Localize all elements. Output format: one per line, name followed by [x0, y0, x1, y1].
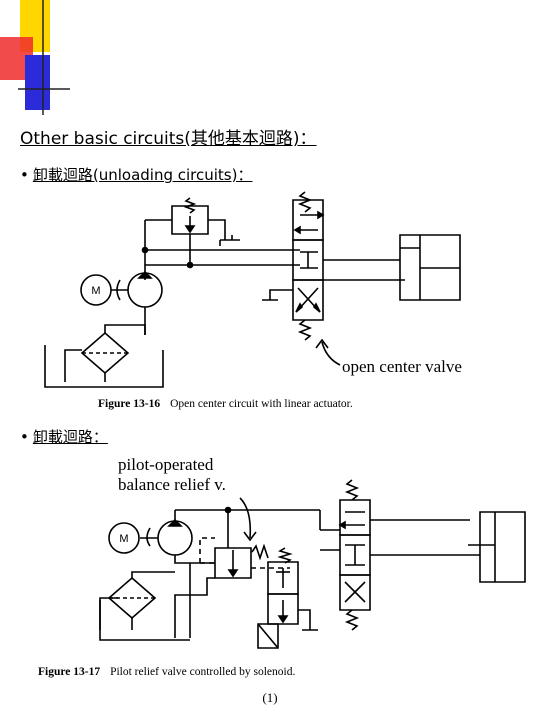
figure-number: Figure 13-16 [98, 398, 161, 410]
solenoid-relief-circuit-diagram: M [0, 450, 540, 685]
figure-13-17: pilot-operated balance relief v. [0, 450, 540, 685]
figure-13-17-caption: Figure 13-17 Pilot relief valve controlle… [38, 666, 295, 678]
open-center-circuit-diagram: M [0, 190, 540, 420]
figure-caption-text: Pilot relief valve controlled by solenoi… [110, 666, 296, 678]
corner-decoration [0, 0, 70, 115]
pilot-relief-callout-line2: balance relief v. [118, 475, 226, 494]
bullet-unloading: •卸載迴路： [20, 426, 108, 447]
page-number: (1) [262, 690, 278, 705]
bullet-text: 卸載迴路： [32, 428, 108, 446]
bullet-marker: • [20, 428, 29, 446]
bullet-unloading-circuits: •卸載迴路(unloading circuits)： [20, 164, 252, 185]
bullet-text: 卸載迴路(unloading circuits)： [32, 166, 253, 184]
figure-13-16-caption: Figure 13-16 Open center circuit with lin… [98, 398, 353, 410]
motor-label: M [119, 533, 128, 545]
bullet-marker: • [20, 166, 29, 184]
figure-13-16: M open center valve Figure 13-16 Open cen… [0, 190, 540, 420]
section-title: Other basic circuits(其他基本迴路)： [20, 129, 317, 149]
motor-label: M [91, 285, 100, 297]
pilot-relief-callout-line1: pilot-operated [118, 455, 214, 474]
open-center-valve-callout: open center valve [342, 357, 462, 376]
figure-number: Figure 13-17 [38, 666, 101, 678]
figure-caption-text: Open center circuit with linear actuator… [170, 398, 353, 410]
